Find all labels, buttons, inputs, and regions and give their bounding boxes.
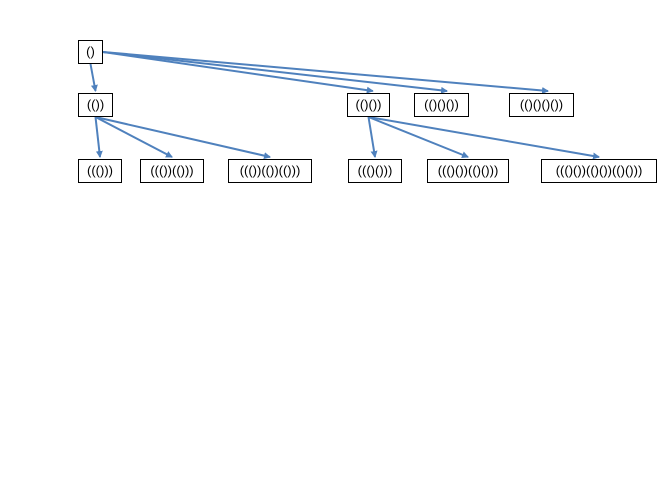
node-level1-b: (()()) — [347, 93, 390, 117]
node-level2-e: ((()())(()())) — [427, 159, 509, 183]
edge-l1a-to-l2c — [95, 116, 271, 160]
edge-root-to-l1d — [102, 51, 549, 94]
edge-l1a-to-l2b — [95, 116, 173, 158]
node-level2-b: ((())(())) — [140, 159, 204, 183]
node-level1-d: (()()()()) — [509, 93, 574, 117]
edge-l1a-to-l2a — [94, 116, 103, 158]
node-level2-c: ((())(())(())) — [228, 159, 312, 183]
node-level1-c: (()()()) — [414, 93, 469, 117]
edge-l1b-to-l2d — [367, 116, 378, 158]
node-level2-a: ((())) — [78, 159, 122, 183]
node-level2-f: ((()())(()())(()())) — [541, 159, 657, 183]
edge-root-to-l1c — [102, 51, 448, 94]
edge-l1b-to-l2e — [368, 116, 469, 159]
edge-root-to-l1b — [102, 51, 374, 94]
edge-l1b-to-l2f — [368, 116, 600, 160]
edge-root-to-l1a — [89, 63, 98, 92]
node-root: () — [78, 40, 103, 64]
node-level1-a: (()) — [78, 93, 113, 117]
node-level2-d: ((()())) — [348, 159, 402, 183]
